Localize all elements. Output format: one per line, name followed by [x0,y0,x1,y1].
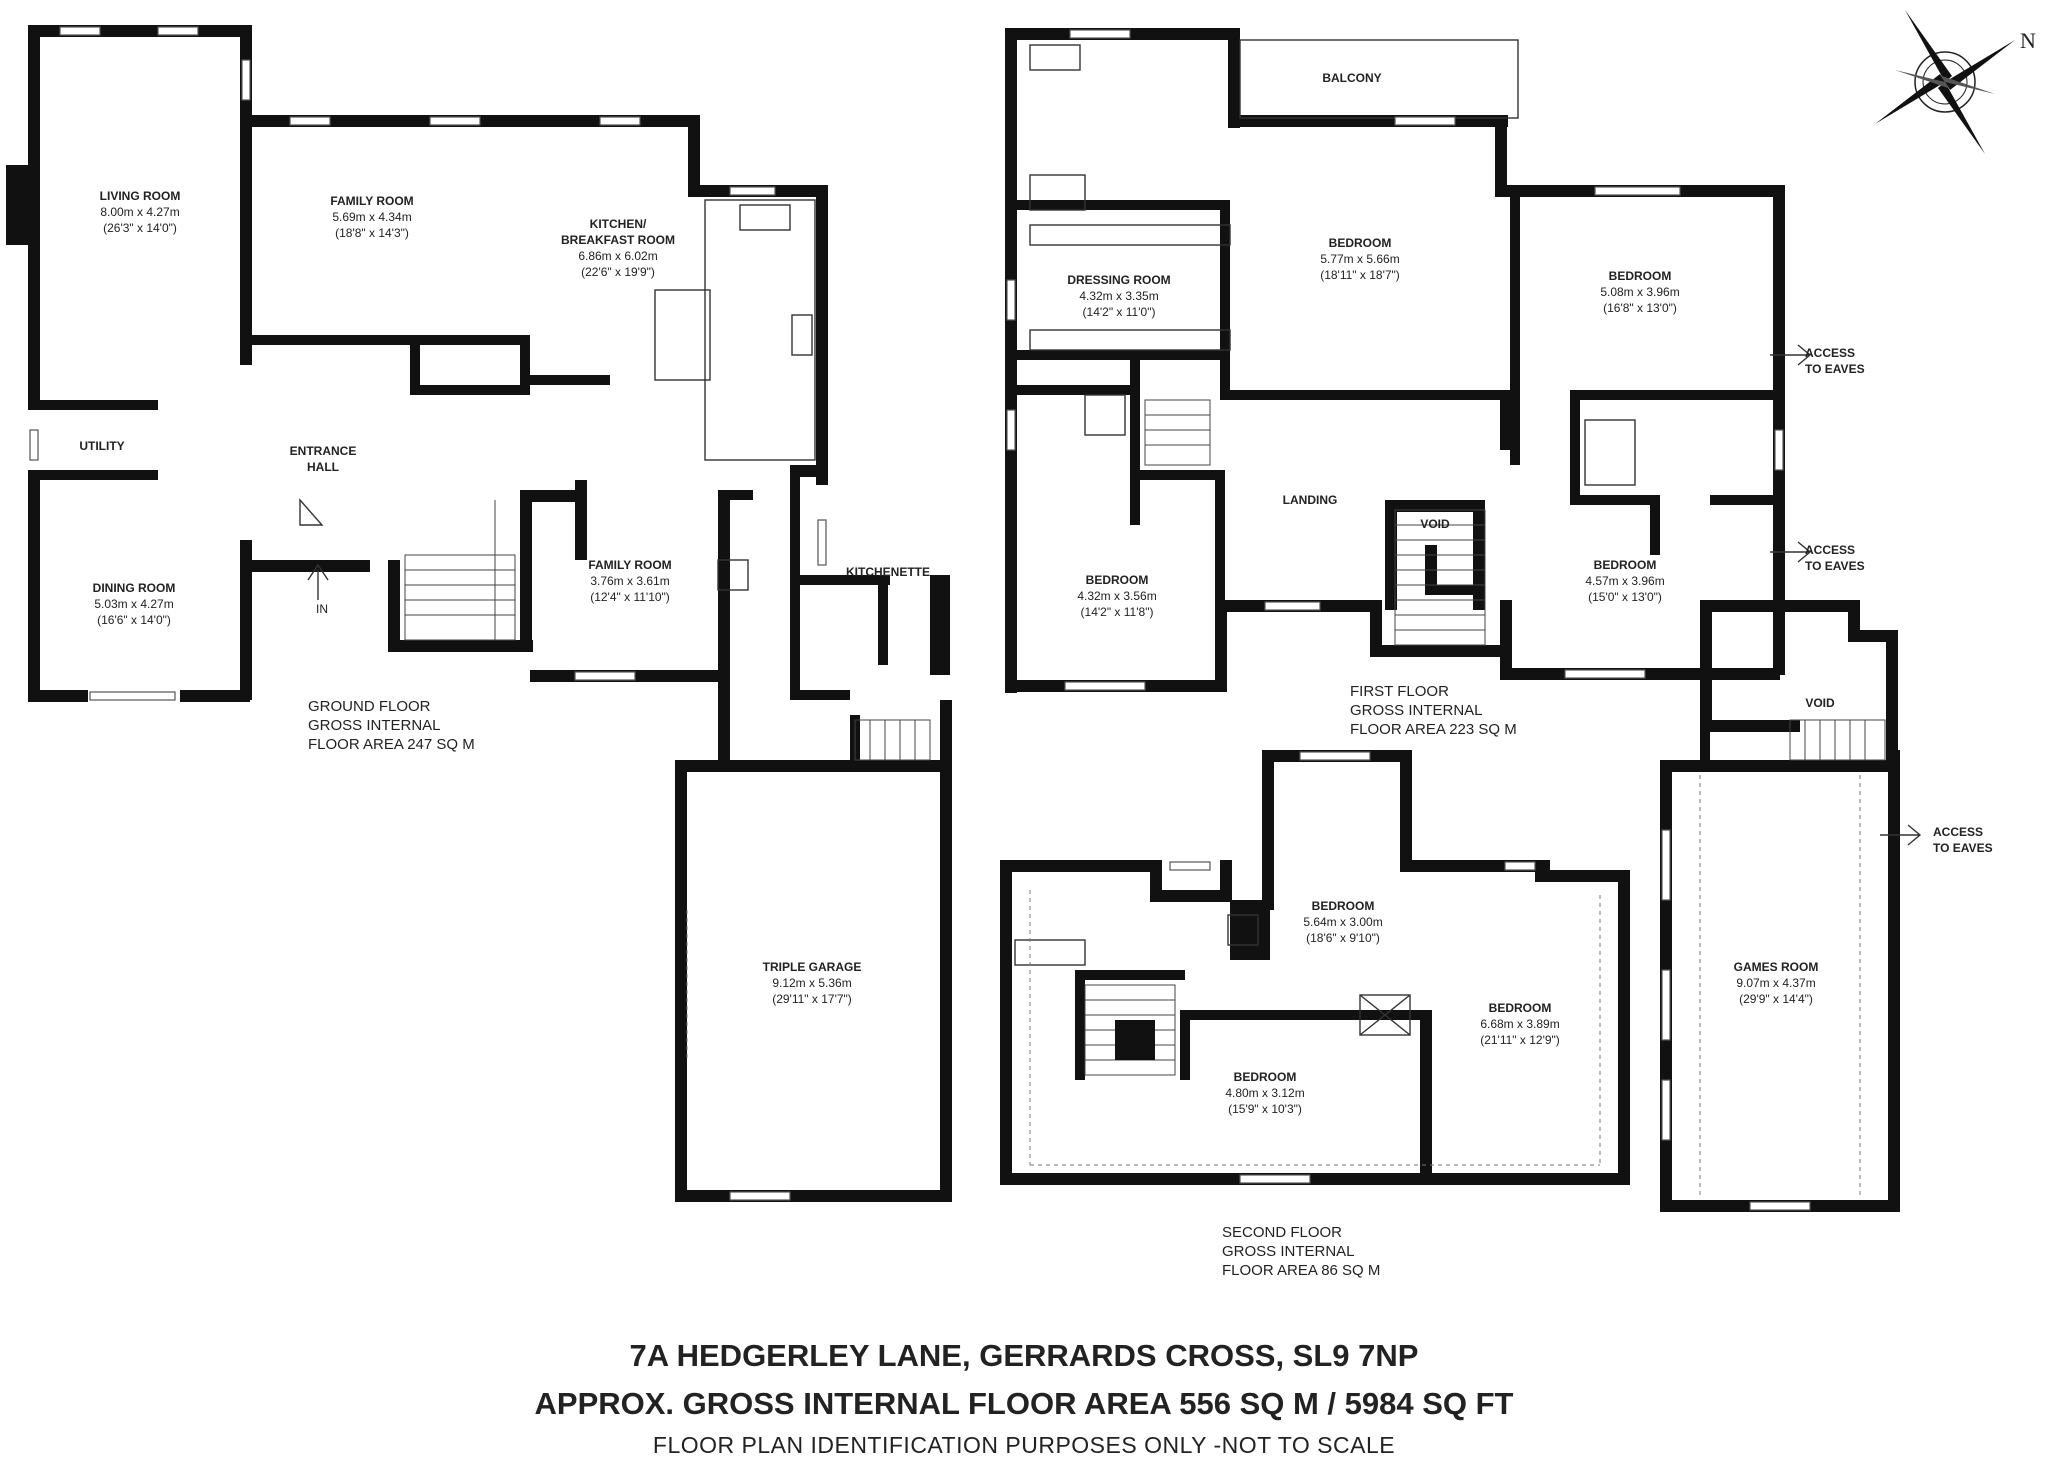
second-floor-note-1: SECOND FLOOR [1222,1224,1342,1241]
entrance-hall-name-1: ENTRANCE [290,444,357,458]
kitchen-metric: 6.86m x 6.02m [578,249,657,263]
ground-floor-fixtures [299,199,931,1060]
first-floor-note-3: FLOOR AREA 223 SQ M [1350,721,1517,738]
first-floor-windows [1006,29,1784,691]
bedroom-east-name: BEDROOM [1609,269,1672,283]
ground-floor-windows [29,26,827,1201]
games-room-name: GAMES ROOM [1734,960,1819,974]
living-room-name: LIVING ROOM [100,189,181,203]
ground-floor-note-2: GROSS INTERNAL [308,717,441,734]
bedroom-right-metric: 6.68m x 3.89m [1480,1017,1559,1031]
family-room-2-name: FAMILY ROOM [588,558,671,572]
bedroom-right-name: BEDROOM [1489,1001,1552,1015]
dining-room-name: DINING ROOM [93,581,176,595]
landing-name: LANDING [1283,493,1338,507]
bedroom-se-imperial: (15'0" x 13'0") [1588,590,1662,604]
void-2-name: VOID [1805,696,1835,710]
access-eaves-1-line-1: ACCESS [1805,346,1855,360]
first-floor-note-2: GROSS INTERNAL [1350,702,1483,719]
access-eaves-1-line-2: TO EAVES [1805,362,1865,376]
dining-room-metric: 5.03m x 4.27m [94,597,173,611]
footer-address-text: 7A HEDGERLEY LANE, GERRARDS CROSS, SL9 7… [629,1338,1419,1373]
triple-garage-name: TRIPLE GARAGE [763,960,862,974]
entry-marker: IN [316,602,328,616]
bedroom-right-imperial: (21'11" x 12'9") [1480,1033,1560,1047]
compass-north-label: N [2020,28,2036,53]
games-room-walls [1660,600,1900,1212]
first-floor-note-1: FIRST FLOOR [1350,683,1449,700]
games-room-fixtures [1661,719,1922,1211]
ground-floor-note-3: FLOOR AREA 247 SQ M [308,736,475,753]
bedroom-bottom-metric: 4.80m x 3.12m [1225,1086,1304,1100]
games-room-imperial: (29'9" x 14'4") [1739,992,1813,1006]
triple-garage-metric: 9.12m x 5.36m [772,976,851,990]
bedroom-master-metric: 5.77m x 5.66m [1320,252,1399,266]
dressing-room-metric: 4.32m x 3.35m [1079,289,1158,303]
footer-disclaimer: FLOOR PLAN IDENTIFICATION PURPOSES ONLY … [0,1432,2048,1459]
triple-garage-imperial: (29'11" x 17'7") [772,992,852,1006]
family-room-1-imperial: (18'8" x 14'3") [335,226,409,240]
access-eaves-2-line-1: ACCESS [1805,543,1855,557]
bedroom-east-metric: 5.08m x 3.96m [1600,285,1679,299]
bedroom-master-name: BEDROOM [1329,236,1392,250]
footer-area: APPROX. GROSS INTERNAL FLOOR AREA 556 SQ… [0,1386,2048,1422]
games-room-metric: 9.07m x 4.37m [1736,976,1815,990]
second-floor-note-3: FLOOR AREA 86 SQ M [1222,1262,1380,1279]
second-floor-fixtures [1014,751,1601,1184]
footer-area-text: APPROX. GROSS INTERNAL FLOOR AREA 556 SQ… [534,1386,1514,1421]
bedroom-bottom-name: BEDROOM [1234,1070,1297,1084]
bedroom-se-name: BEDROOM [1594,558,1657,572]
dressing-room-imperial: (14'2" x 11'0") [1083,305,1156,319]
bedroom-east-imperial: (16'8" x 13'0") [1603,301,1677,315]
access-eaves-2-line-2: TO EAVES [1805,559,1865,573]
family-room-1-metric: 5.69m x 4.34m [332,210,411,224]
balcony-name: BALCONY [1322,71,1381,85]
living-room-metric: 8.00m x 4.27m [100,205,179,219]
footer-address: 7A HEDGERLEY LANE, GERRARDS CROSS, SL9 7… [0,1338,2048,1374]
first-floor-fixtures [1029,44,1812,646]
dressing-room-name: DRESSING ROOM [1067,273,1170,287]
kitchen-name-1: KITCHEN/ [590,217,647,231]
second-floor-walls [1000,750,1630,1185]
utility-name: UTILITY [79,439,124,453]
access-eaves-3-line-1: ACCESS [1933,825,1983,839]
kitchen-imperial: (22'6" x 19'9") [581,265,655,279]
bedroom-se-metric: 4.57m x 3.96m [1585,574,1664,588]
bedroom-top-imperial: (18'6" x 9'10") [1306,931,1380,945]
bedroom-sw-metric: 4.32m x 3.56m [1077,589,1156,603]
second-floor-note-2: GROSS INTERNAL [1222,1243,1355,1260]
entrance-hall-name-2: HALL [307,460,339,474]
ground-floor-note-1: GROUND FLOOR [308,698,431,715]
bedroom-master-imperial: (18'11" x 18'7") [1320,268,1400,282]
void-1-name: VOID [1420,517,1450,531]
access-eaves-3-line-2: TO EAVES [1933,841,1993,855]
family-room-2-metric: 3.76m x 3.61m [590,574,669,588]
kitchen-name-2: BREAKFAST ROOM [561,233,675,247]
compass-icon [1875,10,2015,154]
family-room-1-name: FAMILY ROOM [330,194,413,208]
bedroom-bottom-imperial: (15'9" x 10'3") [1228,1102,1302,1116]
bedroom-top-metric: 5.64m x 3.00m [1303,915,1382,929]
living-room-imperial: (26'3" x 14'0") [103,221,177,235]
family-room-2-imperial: (12'4" x 11'10") [590,590,670,604]
bedroom-sw-name: BEDROOM [1086,573,1149,587]
dining-room-imperial: (16'6" x 14'0") [97,613,171,627]
footer-disclaimer-text: FLOOR PLAN IDENTIFICATION PURPOSES ONLY … [652,1432,1396,1458]
bedroom-sw-imperial: (14'2" x 11'8") [1081,605,1154,619]
bedroom-top-name: BEDROOM [1312,899,1375,913]
kitchenette-name: KITCHENETTE [846,565,930,579]
